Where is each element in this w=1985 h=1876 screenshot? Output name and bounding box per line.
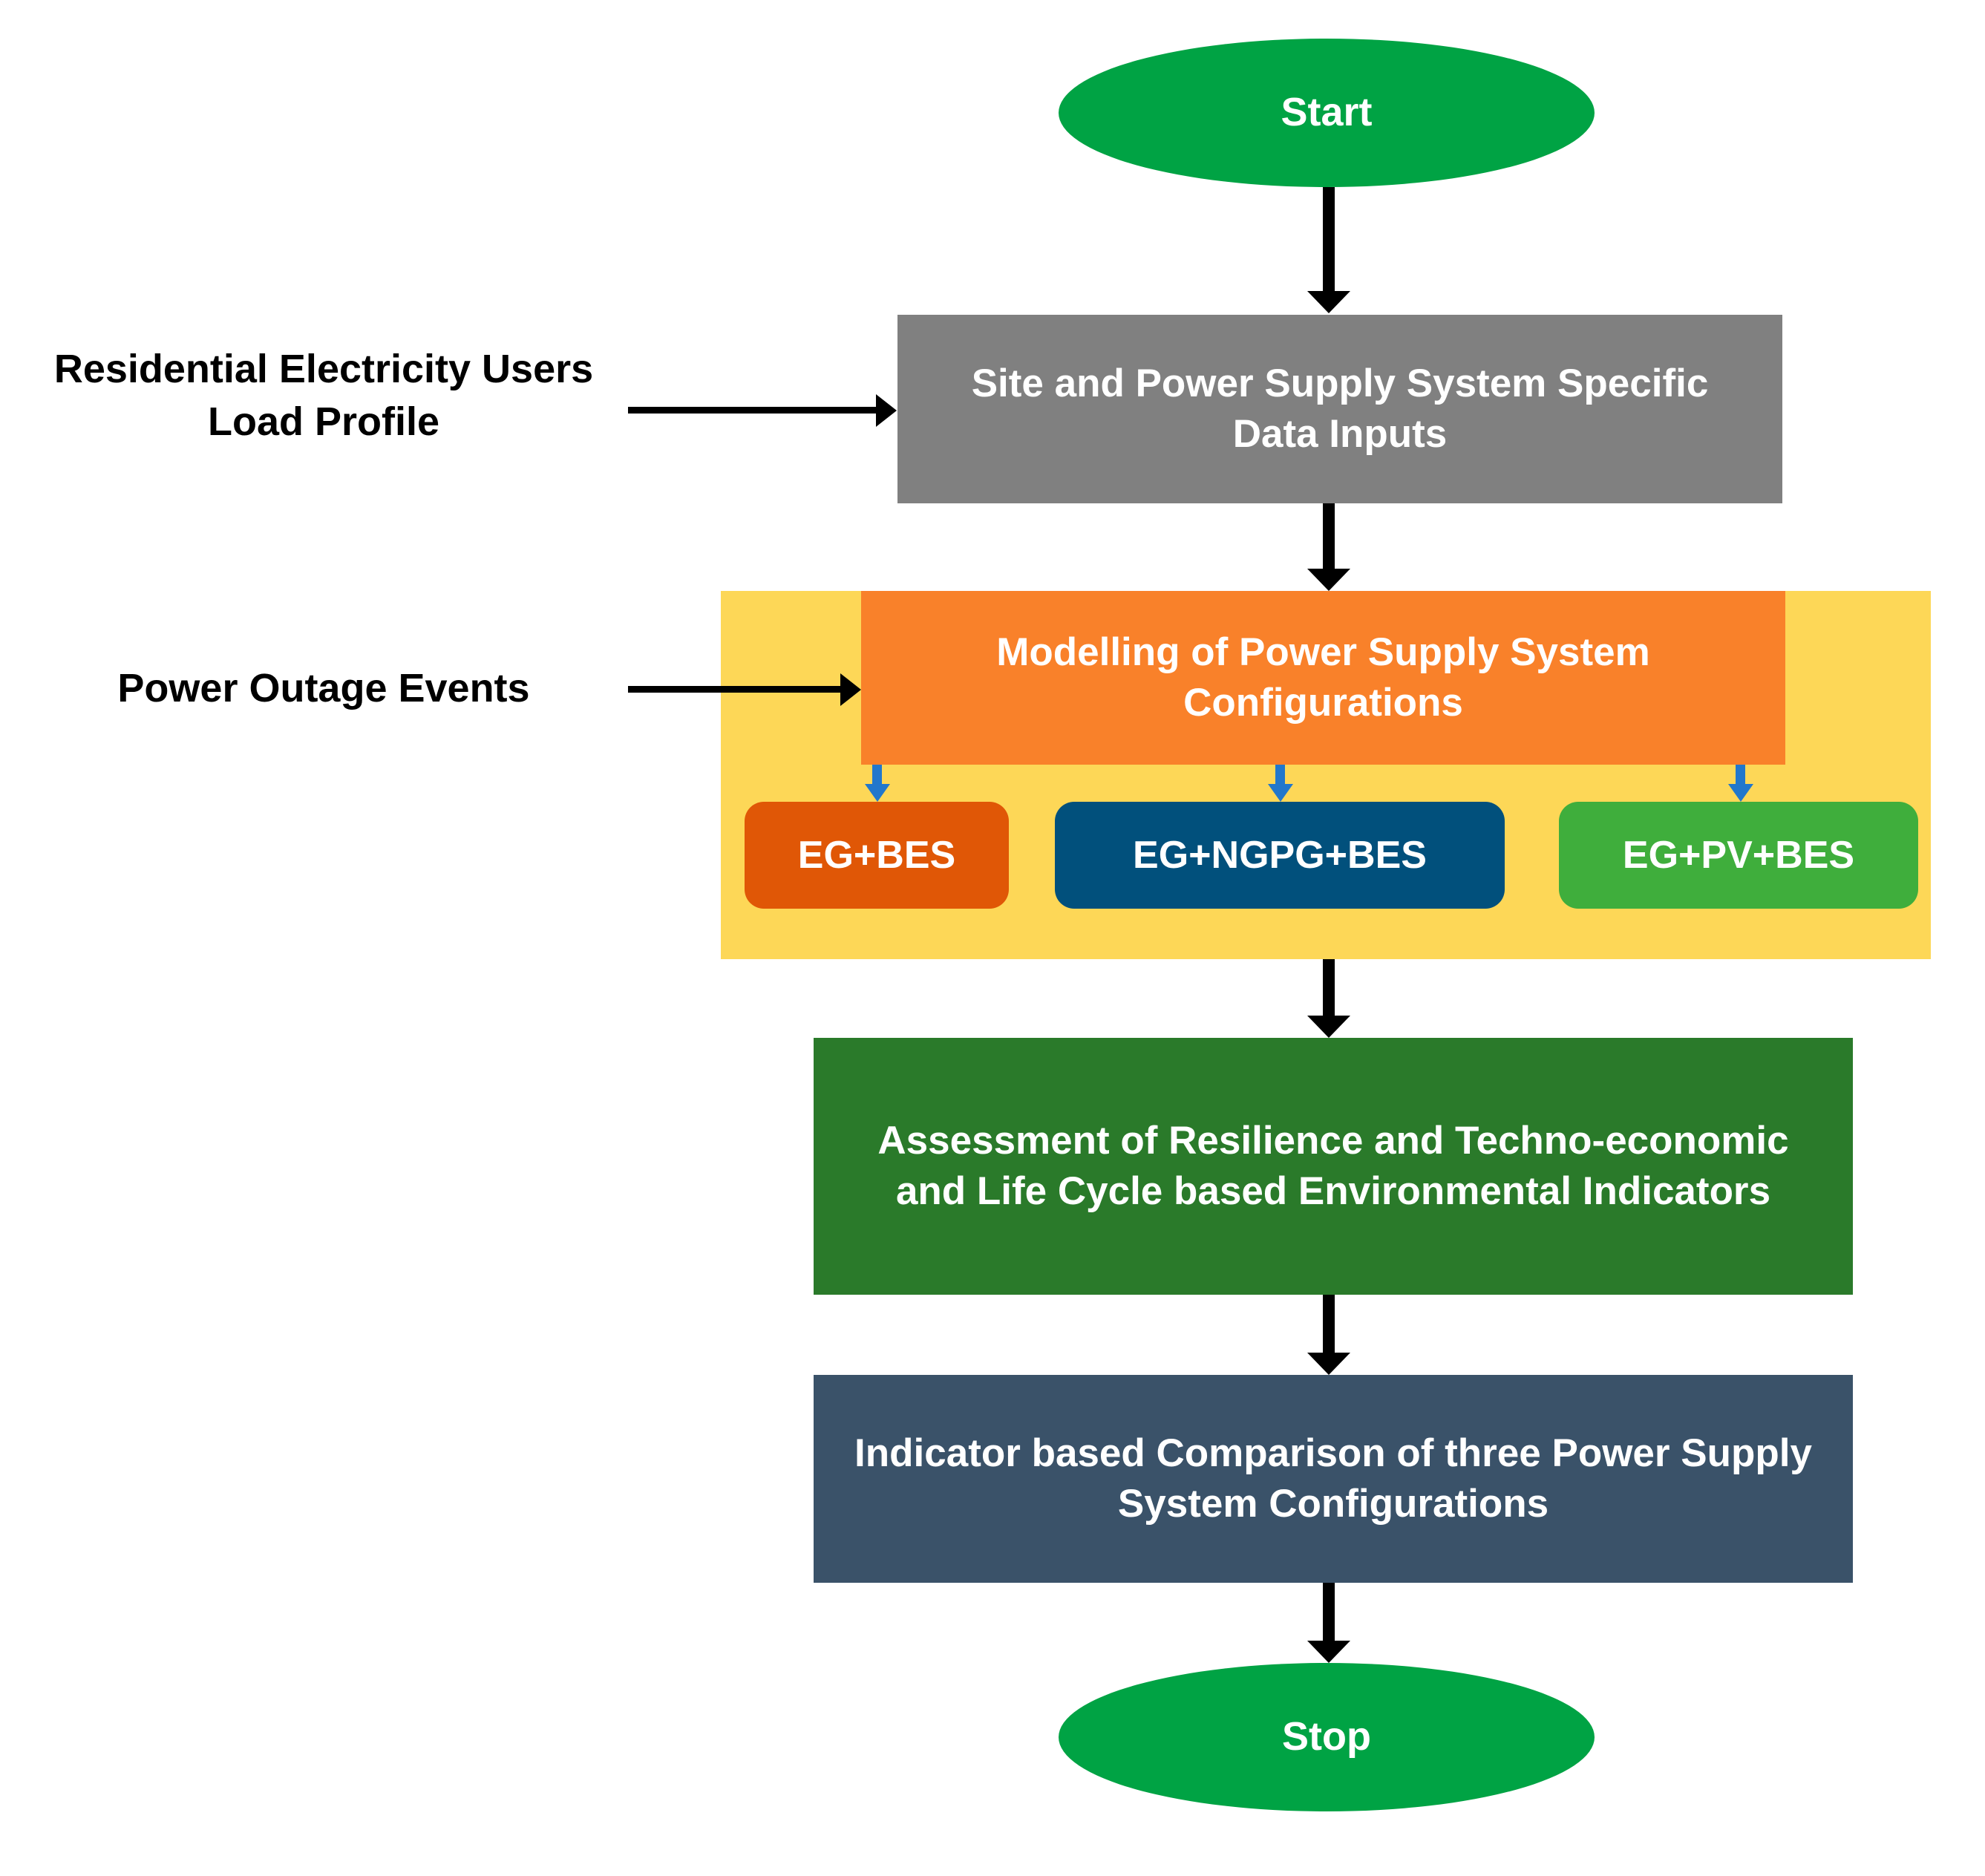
branch-arrow-eg-pv-bes bbox=[1736, 765, 1745, 785]
branch-arrow-eg-ngpg-bes bbox=[1275, 765, 1285, 785]
data-inputs-node: Site and Power Supply System Specific Da… bbox=[897, 315, 1782, 503]
connector-load-profile-to-inputs bbox=[628, 407, 877, 414]
config-node-eg-bes: EG+BES bbox=[745, 802, 1009, 909]
stop-node: Stop bbox=[1059, 1663, 1595, 1811]
label-residential-load-profile: Residential Electricity Users Load Profi… bbox=[53, 347, 594, 445]
connector-start-to-inputs bbox=[1323, 187, 1335, 292]
branch-arrow-eg-bes bbox=[872, 765, 882, 785]
connector-assessment-to-comparison bbox=[1323, 1295, 1335, 1354]
config-node-eg-ngpg-bes: EG+NGPG+BES bbox=[1055, 802, 1505, 909]
start-node: Start bbox=[1059, 39, 1595, 187]
comparison-node: Indicator based Comparison of three Powe… bbox=[814, 1375, 1853, 1583]
connector-inputs-to-modelling bbox=[1323, 503, 1335, 570]
assessment-node: Assessment of Resilience and Techno-econ… bbox=[814, 1038, 1853, 1295]
connector-outage-events-to-modelling bbox=[628, 686, 842, 693]
modelling-node: Modelling of Power Supply System Configu… bbox=[861, 591, 1785, 765]
config-node-eg-pv-bes: EG+PV+BES bbox=[1559, 802, 1918, 909]
label-power-outage-events: Power Outage Events bbox=[117, 666, 530, 710]
connector-configurations-to-assessment bbox=[1323, 959, 1335, 1017]
connector-comparison-to-stop bbox=[1323, 1583, 1335, 1642]
